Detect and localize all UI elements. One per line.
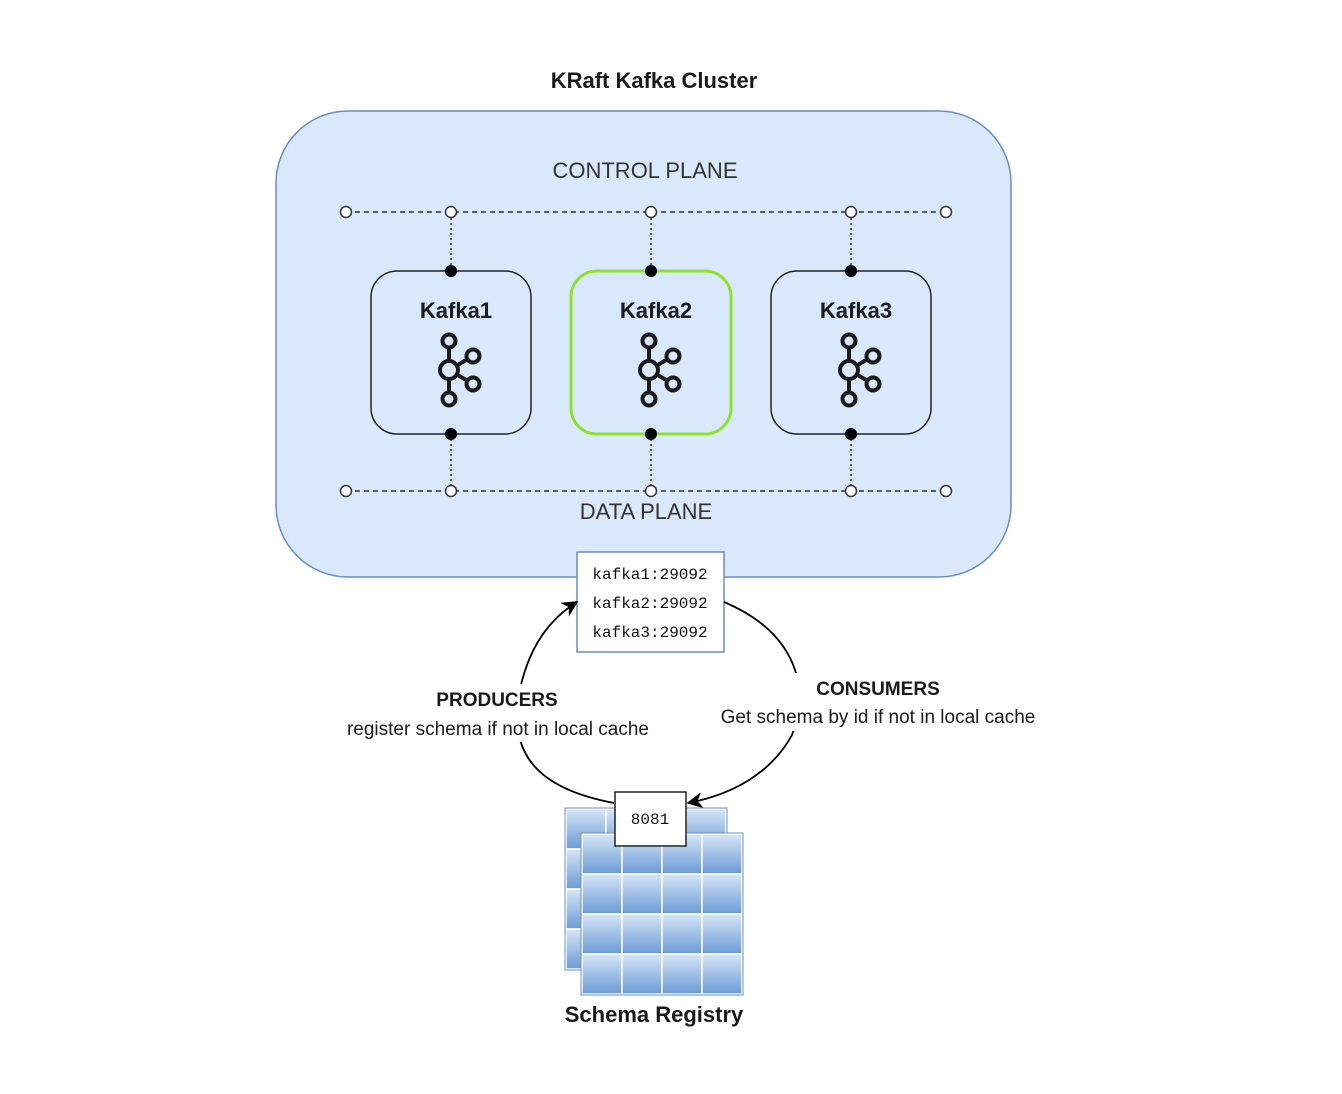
producers-label-bg [322,684,676,742]
kafka-icon [838,332,882,408]
control-plane-label: CONTROL PLANE [552,158,737,183]
bootstrap-server-1: kafka1:29092 [592,566,707,584]
bootstrap-server-2: kafka2:29092 [592,595,707,613]
registry-port-box: 8081 [614,791,687,847]
consumers-title: CONSUMERS [816,679,940,700]
broker-kafka2[interactable]: Kafka2 [569,265,733,440]
broker-label: Kafka3 [820,298,892,323]
producers-description: register schema if not in local cache [347,719,649,740]
plane-connectors [450,218,852,485]
bootstrap-servers-box: kafka1:29092 kafka2:29092 kafka3:29092 [576,551,725,653]
broker-label: Kafka2 [620,298,692,323]
control-plane-bus [339,205,953,219]
broker-kafka3[interactable]: Kafka3 [770,265,932,440]
kafka-icon [438,332,482,408]
registry-port: 8081 [631,811,669,829]
producers-title: PRODUCERS [436,690,557,711]
data-plane-label: DATA PLANE [580,499,712,524]
broker-label: Kafka1 [420,298,492,323]
schema-registry-label: Schema Registry [565,1002,744,1027]
data-plane-bus [339,484,953,498]
kafka-icon [638,332,682,408]
consumers-label-bg [694,673,1062,731]
bootstrap-server-3: kafka3:29092 [592,624,707,642]
consumers-description: Get schema by id if not in local cache [721,707,1036,728]
cluster-title: KRaft Kafka Cluster [551,68,758,93]
consumers-arrow [686,601,800,809]
broker-kafka1[interactable]: Kafka1 [370,265,532,440]
